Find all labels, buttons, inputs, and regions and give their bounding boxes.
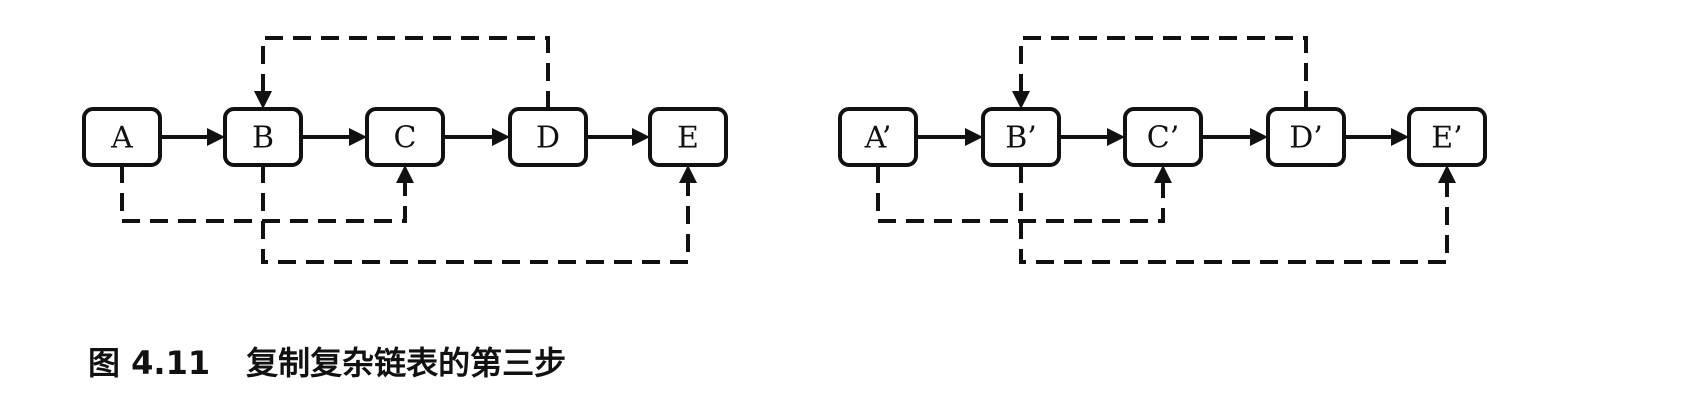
next-edge-1-3-4-arrow	[1391, 128, 1409, 146]
node-label: C’	[1147, 121, 1180, 156]
list-node: D’	[1266, 107, 1346, 167]
node-label: A’	[864, 121, 892, 156]
next-edge-1-0-1-arrow	[965, 128, 983, 146]
next-edge-0-0-1-arrow	[207, 128, 225, 146]
list-node: A’	[838, 107, 918, 167]
next-edge-0-2-3-arrow	[492, 128, 510, 146]
node-label: A	[110, 121, 133, 156]
list-node: B’	[981, 107, 1061, 167]
node-label: E’	[1431, 121, 1462, 156]
next-edge-1-2-3-arrow	[1250, 128, 1268, 146]
sibling-edge-1-1-4	[1019, 165, 1449, 264]
copied-list-panel: A’ B’ C’ D’ E’	[838, 36, 1487, 264]
original-list-panel: A B C D E	[82, 36, 728, 264]
sibling-edge-0-3-1-arrow	[254, 91, 272, 109]
node-label: B’	[1005, 121, 1037, 156]
node-label: E	[677, 121, 699, 156]
node-box	[1123, 107, 1203, 167]
sibling-edge-1-1-4-arrow	[1438, 165, 1456, 183]
list-node: A	[82, 107, 162, 167]
node-box	[838, 107, 918, 167]
node-box	[365, 107, 445, 167]
list-node: D	[508, 107, 588, 167]
list-node: E	[648, 107, 728, 167]
next-edge-0-3-4-arrow	[632, 128, 650, 146]
sibling-edge-0-1-4	[261, 165, 690, 264]
sibling-edge-0-1-4-arrow	[679, 165, 697, 183]
sibling-edge-1-3-1	[1019, 36, 1308, 109]
node-label: D	[536, 121, 560, 156]
node-box	[648, 107, 728, 167]
figure-caption: 图 4.11 复制复杂链表的第三步	[88, 338, 566, 384]
next-edge-1-1-2-arrow	[1107, 128, 1125, 146]
sibling-edge-1-3-1-arrow	[1012, 91, 1030, 109]
list-node: B	[223, 107, 303, 167]
list-node: E’	[1407, 107, 1487, 167]
list-node: C’	[1123, 107, 1203, 167]
node-box	[981, 107, 1061, 167]
next-edge-0-1-2-arrow	[349, 128, 367, 146]
node-label: B	[252, 121, 274, 156]
sibling-edge-0-3-1	[261, 36, 550, 109]
node-label: C	[394, 121, 417, 156]
node-box	[1407, 107, 1487, 167]
sibling-edge-1-0-2-arrow	[1154, 165, 1172, 183]
node-label: D’	[1289, 121, 1323, 156]
node-box	[508, 107, 588, 167]
sibling-edge-0-0-2-arrow	[396, 165, 414, 183]
node-box	[1266, 107, 1346, 167]
node-box	[223, 107, 303, 167]
figure-title: 复制复杂链表的第三步	[246, 344, 567, 382]
figure-number: 图 4.11	[88, 344, 211, 382]
list-node: C	[365, 107, 445, 167]
node-box	[82, 107, 162, 167]
